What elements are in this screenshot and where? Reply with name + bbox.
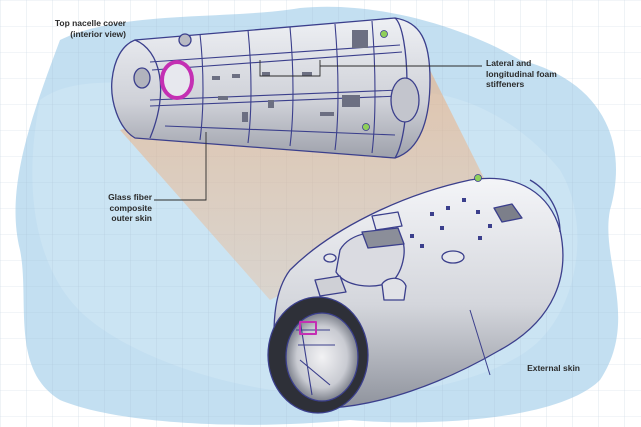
body-rear-end bbox=[529, 179, 561, 233]
vent-panel bbox=[493, 203, 523, 223]
body-cutouts bbox=[410, 198, 492, 248]
body-bump bbox=[441, 250, 465, 264]
cover-rim bbox=[134, 39, 162, 139]
leader-stiffeners-bracket bbox=[259, 60, 420, 77]
access-panel bbox=[314, 275, 347, 297]
sensor-dot bbox=[362, 123, 370, 131]
cover-hole-small bbox=[178, 33, 192, 47]
inlet-ring-magenta bbox=[160, 60, 194, 100]
body-bump bbox=[323, 253, 337, 263]
rear-exhaust-flange bbox=[390, 77, 420, 123]
intake-ring-magenta bbox=[299, 321, 317, 335]
cover-shell bbox=[111, 17, 431, 159]
leader-glass-skin bbox=[154, 132, 207, 201]
lateral-stiffeners bbox=[199, 20, 376, 154]
cover-porthole bbox=[133, 67, 151, 89]
label-top-nacelle-cover: Top nacelle cover (interior view) bbox=[54, 18, 126, 39]
sensor-dot bbox=[474, 174, 482, 182]
label-glass-fiber-skin: Glass fiber composite outer skin bbox=[108, 192, 152, 223]
top-nacelle-cover bbox=[111, 17, 431, 159]
body-fairing bbox=[381, 277, 407, 301]
belly-seam bbox=[469, 309, 491, 376]
intake-opening bbox=[285, 312, 359, 402]
leader-lines bbox=[154, 60, 482, 201]
nacelle-body bbox=[267, 174, 564, 414]
intake-internal-struts bbox=[296, 319, 335, 396]
cover-cutouts bbox=[212, 30, 368, 122]
sensor-dot bbox=[380, 30, 388, 38]
air-scoop-inlet bbox=[361, 227, 405, 249]
label-external-skin: External skin bbox=[527, 363, 580, 373]
label-foam-stiffeners: Lateral and longitudinal foam stiffeners bbox=[486, 58, 557, 89]
hatch-panel bbox=[371, 211, 403, 231]
